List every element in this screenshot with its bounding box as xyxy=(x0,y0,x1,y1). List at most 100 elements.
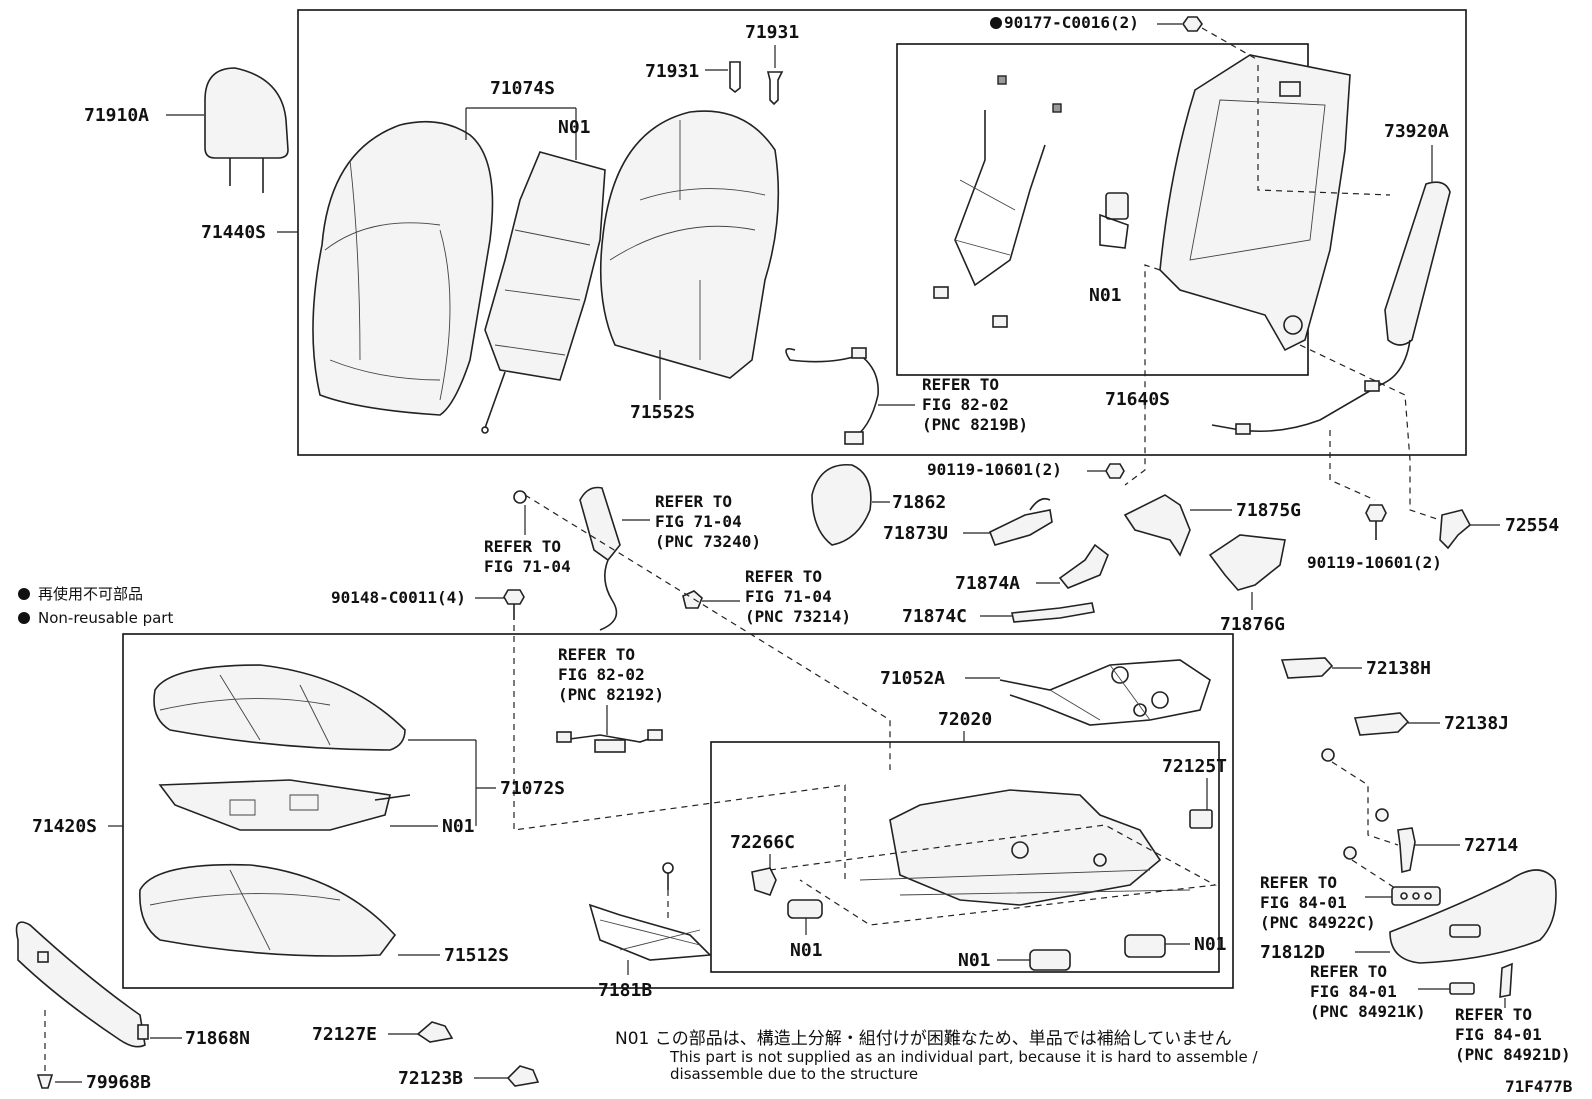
label-72123B: 72123B xyxy=(398,1068,463,1089)
ref-r8-line3: (PNC 84921D) xyxy=(1455,1045,1571,1064)
bolt-90177-part[interactable] xyxy=(1182,16,1203,32)
part-71876G[interactable] xyxy=(1208,534,1286,591)
track-motor-part-b[interactable] xyxy=(1029,949,1071,971)
label-71420S: 71420S xyxy=(32,816,97,837)
cushion-heater-pad-part[interactable] xyxy=(158,779,411,831)
seat-side-cover-part[interactable] xyxy=(1389,869,1557,964)
seat-switch-84922C-part[interactable] xyxy=(1391,886,1441,906)
ref-r5-line3: (PNC 82192) xyxy=(558,685,664,704)
seat-switch-84921D-part[interactable] xyxy=(1499,962,1513,998)
label-72125T: 72125T xyxy=(1162,756,1227,777)
seat-belt-buckle-part[interactable] xyxy=(513,486,621,631)
label-71812D: 71812D xyxy=(1260,942,1325,963)
figure-code: 71F477B xyxy=(1505,1077,1573,1096)
label-N01-c: N01 xyxy=(442,816,475,837)
seat-switch-84921K-part[interactable] xyxy=(1449,982,1475,995)
bolt-90119-b-part[interactable] xyxy=(1365,504,1387,540)
label-72138H: 72138H xyxy=(1366,658,1431,679)
ref-r1-line2: FIG 82-02 xyxy=(922,395,1009,414)
part-72714[interactable] xyxy=(1321,748,1416,874)
seatback-heater-pad-part[interactable] xyxy=(481,151,606,434)
label-7181B: 7181B xyxy=(598,980,652,1001)
label-71874C: 71874C xyxy=(902,606,967,627)
legend-jp: 再使用不可部品 xyxy=(38,585,143,603)
seat-track-box xyxy=(710,741,1220,973)
footnote-en-line1: This part is not supplied as an individu… xyxy=(669,1048,1258,1066)
footnote-jp: N01 この部品は、構造上分解・組付けが困難なため、単品では補給していません xyxy=(615,1029,1232,1049)
seatback-cover-part[interactable] xyxy=(312,120,494,416)
clip-79968B-part[interactable] xyxy=(36,1074,54,1089)
cushion-pad-part[interactable] xyxy=(139,863,397,957)
ref-r5-line2: FIG 82-02 xyxy=(558,665,645,684)
seatback-frame-part[interactable] xyxy=(1159,54,1351,352)
footnote-en-line2: disassemble due to the structure xyxy=(670,1065,918,1083)
cushion-front-cover-part[interactable] xyxy=(15,921,149,1048)
label-N01-f: N01 xyxy=(1194,934,1227,955)
legend-dot-en xyxy=(18,612,30,624)
part-72123B[interactable] xyxy=(506,1065,540,1087)
headrest-part[interactable] xyxy=(204,67,289,193)
part-71874A[interactable] xyxy=(1058,543,1109,589)
part-71873U[interactable] xyxy=(988,497,1053,546)
ref-r8-line2: FIG 84-01 xyxy=(1455,1025,1542,1044)
seatback-wire-harness[interactable] xyxy=(785,347,879,445)
lumbar-motor-part[interactable] xyxy=(1099,192,1129,249)
label-N01-e: N01 xyxy=(958,950,991,971)
part-72138H[interactable] xyxy=(1280,657,1334,679)
part-72554[interactable] xyxy=(1439,509,1472,550)
label-72554: 72554 xyxy=(1505,515,1559,536)
ref-r4-line1: REFER TO xyxy=(745,567,822,586)
bolt-90148-part[interactable] xyxy=(503,589,525,620)
label-71873U: 71873U xyxy=(883,523,948,544)
side-airbag-part[interactable] xyxy=(1211,181,1451,435)
label-71074S: 71074S xyxy=(490,78,555,99)
part-71874C[interactable] xyxy=(1011,602,1095,623)
label-72127E: 72127E xyxy=(312,1024,377,1045)
ref-r2-line2: FIG 71-04 xyxy=(655,512,742,531)
label-90177: 90177-C0016(2) xyxy=(1004,13,1139,32)
ref-r4-line3: (PNC 73214) xyxy=(745,607,851,626)
label-90148: 90148-C0011(4) xyxy=(331,588,466,607)
label-71876G: 71876G xyxy=(1220,614,1285,635)
label-71512S: 71512S xyxy=(444,945,509,966)
label-72138J: 72138J xyxy=(1444,713,1509,734)
clip-71931-b[interactable] xyxy=(766,71,784,106)
ref-r2-line3: (PNC 73240) xyxy=(655,532,761,551)
label-N01-b: N01 xyxy=(1089,285,1122,306)
part-72127E[interactable] xyxy=(416,1021,454,1043)
seatback-pad-part[interactable] xyxy=(599,110,780,379)
cushion-cover-part[interactable] xyxy=(153,664,406,751)
label-N01-a: N01 xyxy=(558,117,591,138)
label-N01-d: N01 xyxy=(790,940,823,961)
bolt-90119-a-part[interactable] xyxy=(1105,463,1125,479)
label-71931-a: 71931 xyxy=(645,61,699,82)
cushion-frame-wire-part[interactable] xyxy=(999,659,1211,726)
label-90119-b: 90119-10601(2) xyxy=(1307,553,1442,572)
label-72714: 72714 xyxy=(1464,835,1518,856)
part-72266C[interactable] xyxy=(751,867,777,896)
label-71552S: 71552S xyxy=(630,402,695,423)
label-73920A: 73920A xyxy=(1384,121,1449,142)
part-72138J[interactable] xyxy=(1353,712,1410,736)
label-71875G: 71875G xyxy=(1236,500,1301,521)
label-71862: 71862 xyxy=(892,492,946,513)
part-7181B[interactable] xyxy=(588,862,712,961)
clip-71931-a[interactable] xyxy=(729,61,741,94)
part-71875G[interactable] xyxy=(1123,494,1191,557)
cushion-wire-harness[interactable] xyxy=(556,729,663,753)
seatback-lumbar-assembly[interactable] xyxy=(933,75,1062,328)
seat-track-assembly-part[interactable] xyxy=(859,789,1191,906)
label-71072S: 71072S xyxy=(500,778,565,799)
label-72266C: 72266C xyxy=(730,832,795,853)
legend-en: Non-reusable part xyxy=(38,609,173,627)
label-71874A: 71874A xyxy=(955,573,1020,594)
track-motor-part-c[interactable] xyxy=(1124,934,1166,958)
part-71862[interactable] xyxy=(811,464,872,546)
label-79968B: 79968B xyxy=(86,1072,151,1093)
ref-r7-line2: FIG 84-01 xyxy=(1310,982,1397,1001)
label-71931-b: 71931 xyxy=(745,22,799,43)
track-motor-part-a[interactable] xyxy=(787,899,823,919)
part-72125T[interactable] xyxy=(1189,809,1213,829)
ref-r1-line3: (PNC 8219B) xyxy=(922,415,1028,434)
